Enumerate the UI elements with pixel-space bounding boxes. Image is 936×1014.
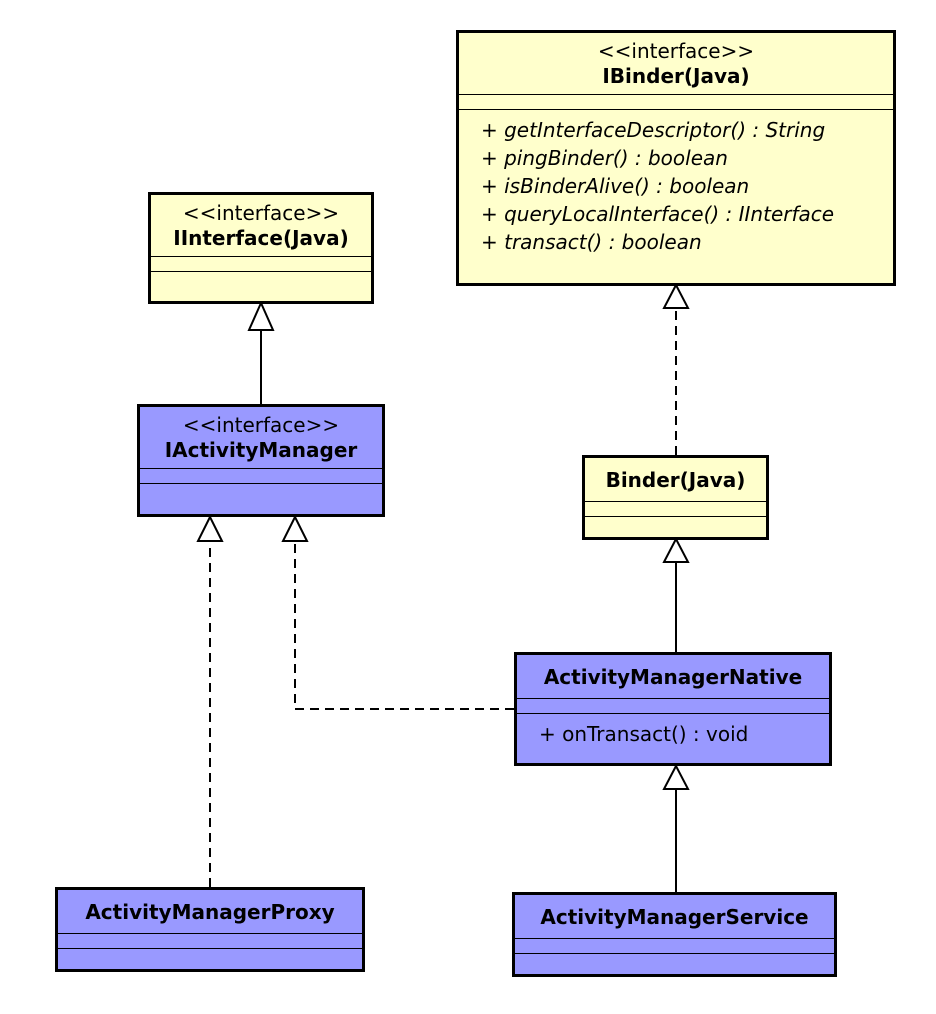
class-iinterface[interactable]: <<interface>> IInterface(Java)	[148, 192, 374, 304]
attributes-compartment	[459, 95, 893, 109]
attributes-compartment	[517, 699, 829, 713]
attributes-compartment	[515, 939, 834, 953]
arrowhead-native	[662, 763, 690, 790]
arrowhead-iinterface	[247, 300, 275, 331]
class-name: IBinder(Java)	[602, 64, 750, 88]
operation: + transact() : boolean	[481, 230, 702, 254]
class-name: IInterface(Java)	[173, 226, 349, 250]
operations-compartment: + getInterfaceDescriptor() : String + pi…	[459, 110, 893, 264]
operations-compartment: + onTransact() : void	[517, 714, 829, 756]
class-activitymanagerservice[interactable]: ActivityManagerService	[512, 892, 837, 977]
attributes-compartment	[58, 934, 362, 948]
operation: + onTransact() : void	[539, 722, 749, 746]
class-iactivitymanager-header: <<interface>> IActivityManager	[140, 407, 382, 468]
class-activitymanagerservice-header: ActivityManagerService	[515, 895, 834, 938]
class-name: IActivityManager	[164, 438, 358, 462]
operation: + queryLocalInterface() : IInterface	[481, 202, 835, 226]
class-ibinder[interactable]: <<interface>> IBinder(Java) + getInterfa…	[456, 30, 896, 286]
class-name: Binder(Java)	[605, 468, 746, 492]
class-iinterface-header: <<interface>> IInterface(Java)	[151, 195, 371, 256]
stereotype-label: <<interface>>	[597, 39, 755, 63]
arrowhead-ibinder	[662, 282, 690, 309]
class-binder-header: Binder(Java)	[585, 458, 766, 501]
class-activitymanagernative[interactable]: ActivityManagerNative + onTransact() : v…	[514, 652, 832, 766]
class-ibinder-header: <<interface>> IBinder(Java)	[459, 33, 893, 94]
operation: + getInterfaceDescriptor() : String	[481, 118, 826, 142]
class-iactivitymanager[interactable]: <<interface>> IActivityManager	[137, 404, 385, 517]
class-activitymanagernative-header: ActivityManagerNative	[517, 655, 829, 698]
class-activitymanagerproxy-header: ActivityManagerProxy	[58, 890, 362, 933]
class-activitymanagerproxy[interactable]: ActivityManagerProxy	[55, 887, 365, 972]
operation: + pingBinder() : boolean	[481, 146, 728, 170]
edge-native-iactivitymanager	[294, 541, 514, 710]
class-name: ActivityManagerService	[540, 905, 809, 929]
attributes-compartment	[140, 469, 382, 483]
operation: + isBinderAlive() : boolean	[481, 174, 750, 198]
attributes-compartment	[585, 502, 766, 516]
attributes-compartment	[151, 257, 371, 271]
class-name: ActivityManagerNative	[543, 665, 803, 689]
arrowhead-iactivitymanager-left	[196, 514, 224, 542]
stereotype-label: <<interface>>	[182, 201, 340, 225]
class-name: ActivityManagerProxy	[85, 900, 335, 924]
stereotype-label: <<interface>>	[182, 413, 340, 437]
arrowhead-iactivitymanager-right	[281, 514, 309, 542]
arrowhead-binder	[662, 536, 690, 563]
class-binder[interactable]: Binder(Java)	[582, 455, 769, 540]
